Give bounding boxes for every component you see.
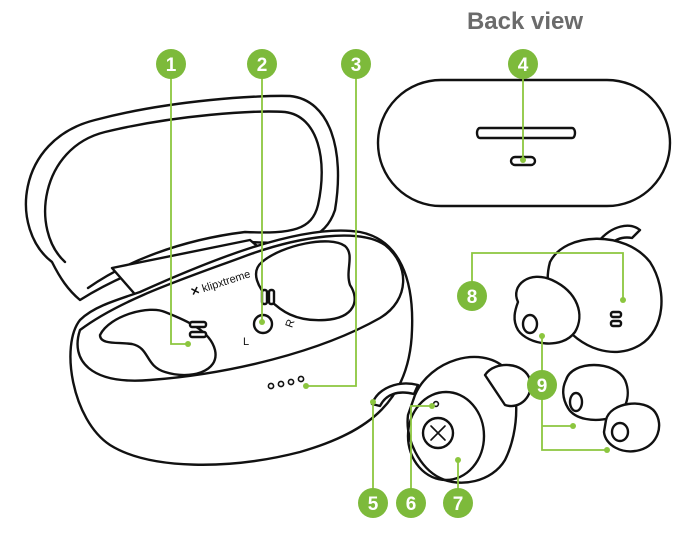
back-view-case bbox=[376, 78, 672, 208]
svg-text:9: 9 bbox=[537, 376, 548, 397]
svg-text:7: 7 bbox=[453, 494, 464, 515]
earbud-angled bbox=[513, 224, 663, 353]
callout-2: 2 bbox=[247, 49, 277, 79]
svg-text:8: 8 bbox=[467, 287, 478, 308]
callout-3: 3 bbox=[341, 49, 371, 79]
svg-text:3: 3 bbox=[351, 55, 362, 76]
earbud-angled-pins bbox=[609, 310, 623, 328]
eartip-small-hole bbox=[610, 421, 630, 443]
left-charging-pins bbox=[188, 320, 208, 339]
back-view-title: Back view bbox=[466, 8, 584, 35]
earbud-angled-nozzle bbox=[521, 313, 539, 335]
leader-3 bbox=[306, 78, 357, 387]
earbud-body bbox=[406, 355, 518, 484]
case-lid-inner bbox=[44, 110, 323, 290]
earbud-face bbox=[406, 390, 486, 482]
earbud-fin bbox=[370, 382, 420, 408]
svg-text:4: 4 bbox=[518, 55, 529, 76]
callout-7: 7 bbox=[443, 488, 473, 518]
back-case-seam bbox=[475, 126, 577, 140]
callout-1: 1 bbox=[156, 49, 186, 79]
callout-5: 5 bbox=[358, 488, 388, 518]
left-bud-cavity bbox=[98, 308, 217, 377]
leader-lines bbox=[170, 78, 624, 490]
callout-4: 4 bbox=[508, 49, 538, 79]
svg-text:1: 1 bbox=[166, 55, 177, 76]
leader-6 bbox=[410, 405, 432, 490]
battery-leds bbox=[267, 375, 305, 390]
leader-8 bbox=[471, 252, 624, 300]
right-charging-pins bbox=[260, 288, 276, 306]
svg-text:2: 2 bbox=[257, 55, 268, 76]
charging-case: L R ✕ klipxtreme bbox=[24, 94, 414, 466]
callout-9: 9 bbox=[527, 370, 557, 400]
callout-8: 8 bbox=[457, 281, 487, 311]
svg-text:5: 5 bbox=[368, 494, 379, 515]
svg-text:✕: ✕ bbox=[189, 285, 201, 299]
case-lid bbox=[24, 94, 340, 302]
case-label-left: L bbox=[243, 336, 249, 348]
leader-1 bbox=[170, 78, 188, 345]
leader-endpoints bbox=[185, 157, 626, 463]
case-label-right: R bbox=[284, 318, 298, 330]
eartip-large-hole bbox=[568, 391, 584, 413]
spare-eartips bbox=[562, 363, 661, 453]
svg-text:6: 6 bbox=[406, 494, 417, 515]
back-case-body bbox=[376, 78, 672, 208]
callout-6: 6 bbox=[396, 488, 426, 518]
earbud-logo-x bbox=[430, 425, 446, 441]
